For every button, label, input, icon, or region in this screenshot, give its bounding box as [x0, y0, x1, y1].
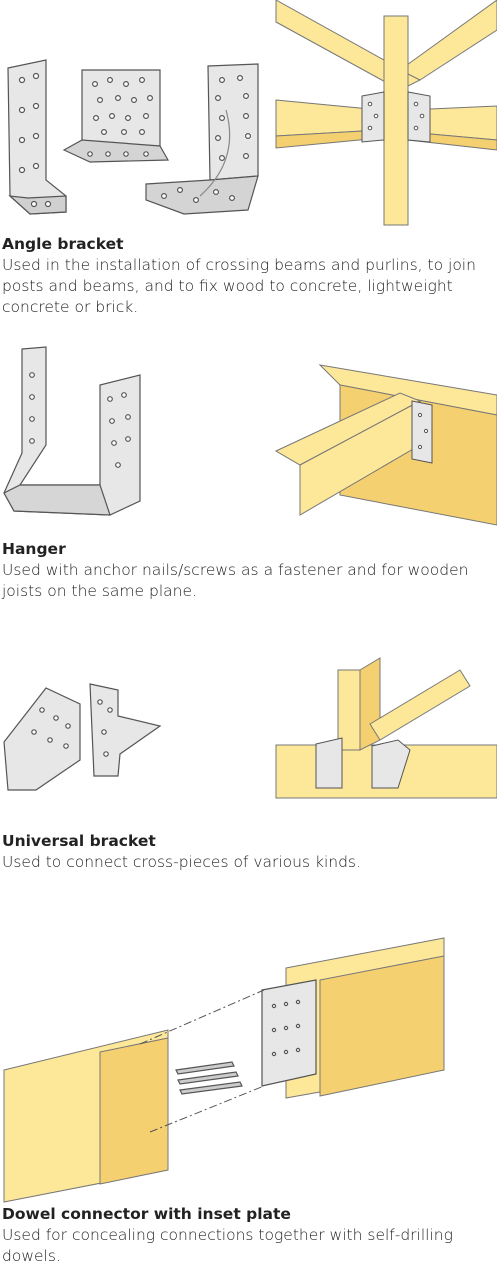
angle-bracket-timber-scene: [275, 0, 497, 226]
self-drilling-dowels-image: [175, 1061, 243, 1095]
dowel-connector-timber-left: [3, 1029, 169, 1203]
universal-bracket-image: [3, 683, 162, 791]
section-title: Universal bracket: [2, 832, 156, 850]
section-description: Used for concealing connections together…: [2, 1226, 453, 1265]
section-dowel-connector: Dowel connector with inset plate Used fo…: [0, 920, 497, 1270]
universal-bracket-illustration: [3, 657, 497, 799]
section-universal-bracket: Universal bracket Used to connect cross-…: [0, 650, 497, 880]
angle-bracket-reinforced-image: [145, 63, 259, 215]
angle-bracket-illustration: [7, 0, 497, 226]
section-title: Dowel connector with inset plate: [2, 1205, 291, 1223]
section-title: Hanger: [2, 540, 66, 558]
dowel-connector-timber-right: [285, 937, 445, 1099]
angle-bracket-tall-image: [7, 59, 67, 215]
alignment-guide-lines: [139, 989, 265, 1133]
hanger-bracket-image: [3, 346, 141, 516]
section-description: Used with anchor nails/screws as a faste…: [2, 561, 469, 600]
section-hanger: Hanger Used with anchor nails/screws as …: [0, 335, 497, 605]
section-angle-bracket: Angle bracket Used in the installation o…: [0, 0, 497, 330]
section-description: Used to connect cross-pieces of various …: [2, 853, 361, 871]
dowel-inset-plate-image: [261, 979, 317, 1087]
universal-bracket-timber-scene: [275, 657, 497, 799]
hanger-timber-scene: [274, 364, 497, 526]
angle-bracket-wide-image: [62, 69, 170, 163]
section-description: Used in the installation of crossing bea…: [2, 256, 476, 316]
hanger-illustration: [3, 346, 497, 526]
section-title: Angle bracket: [2, 235, 124, 253]
dowel-connector-illustration: [3, 937, 445, 1203]
